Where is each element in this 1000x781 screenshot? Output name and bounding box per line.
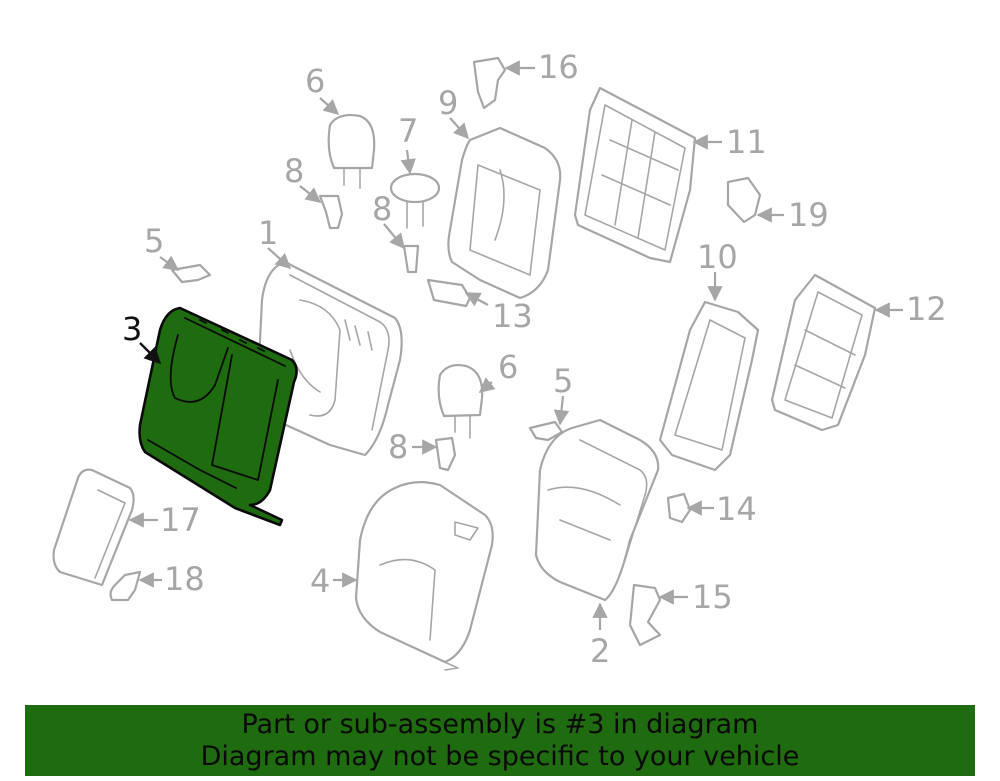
part-6-headrest-mid[interactable]: [437, 363, 484, 439]
part-6-headrest-top[interactable]: [327, 113, 376, 189]
callout-14: 14: [716, 490, 757, 528]
callout-12: 12: [906, 290, 947, 328]
callout-8-c: 8: [388, 428, 408, 466]
part-7-headrest-center[interactable]: [389, 172, 441, 229]
part-8-guide-b[interactable]: [402, 244, 420, 274]
callout-6-top: 6: [305, 62, 325, 100]
part-9-seatback-frame[interactable]: [447, 126, 562, 300]
callout-4: 4: [310, 562, 330, 600]
info-banner: Part or sub-assembly is #3 in diagram Di…: [25, 705, 975, 776]
callout-15: 15: [692, 578, 733, 616]
part-8-guide-a[interactable]: [318, 194, 344, 230]
part-1-seatback-pad[interactable]: [256, 260, 403, 457]
callout-2: 2: [590, 632, 610, 670]
part-2-seatback-right[interactable]: [534, 418, 660, 602]
part-10-seatback-frame[interactable]: [658, 300, 760, 472]
part-5-clip-left[interactable]: [170, 263, 212, 284]
part-11-back-panel[interactable]: [573, 86, 697, 264]
part-14-clip[interactable]: [666, 492, 692, 524]
part-16-hinge[interactable]: [472, 56, 507, 110]
callout-17: 17: [160, 501, 201, 539]
callout-7: 7: [398, 112, 418, 150]
callout-labels: 3 1 2 4 5 5 6 6 7 8 8 8 9 10 11 12 13 14…: [122, 48, 947, 670]
part-12-back-panel[interactable]: [770, 273, 877, 432]
part-15-bracket[interactable]: [628, 583, 662, 647]
part-17-armrest[interactable]: [52, 468, 135, 587]
callout-13: 13: [492, 297, 533, 335]
part-18-bracket[interactable]: [109, 570, 142, 602]
callout-8-a: 8: [284, 152, 304, 190]
part-8-guide-c[interactable]: [434, 436, 457, 472]
parts-diagram: 3 1 2 4 5 5 6 6 7 8 8 8 9 10 11 12 13 14…: [52, 48, 947, 671]
part-19-bracket[interactable]: [726, 176, 762, 224]
callout-11: 11: [726, 123, 767, 161]
callout-5-left: 5: [144, 222, 164, 260]
banner-line-1: Part or sub-assembly is #3 in diagram: [241, 709, 759, 740]
callout-9: 9: [438, 84, 458, 122]
callout-5-right: 5: [553, 362, 573, 400]
banner-line-2: Diagram may not be specific to your vehi…: [200, 741, 800, 772]
callout-8-b: 8: [372, 190, 392, 228]
part-13-bracket[interactable]: [426, 278, 472, 308]
part-3-seatback-cover[interactable]: [138, 306, 298, 527]
callout-16: 16: [538, 48, 579, 86]
callout-18: 18: [164, 560, 205, 598]
callout-19: 19: [788, 196, 829, 234]
part-4-cushion-cover[interactable]: [354, 481, 494, 671]
part-5-clip-right[interactable]: [528, 420, 564, 442]
callout-leaders: [128, 60, 903, 630]
callout-6-mid: 6: [498, 348, 518, 386]
callout-3: 3: [122, 310, 142, 348]
callout-10: 10: [697, 238, 738, 276]
callout-1: 1: [258, 214, 278, 252]
